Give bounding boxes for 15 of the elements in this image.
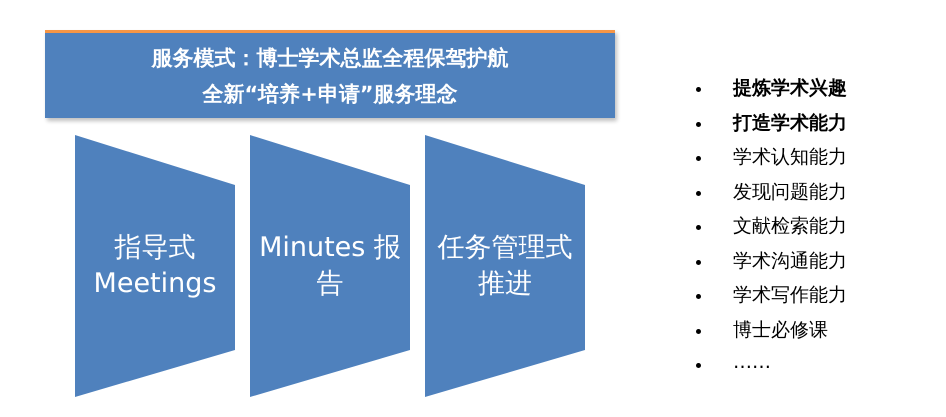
list-item: 博士必修课 (733, 318, 828, 342)
list-item: 学术认知能力 (733, 145, 847, 170)
shape-label: Minutes 报告 (258, 231, 402, 301)
list-item: 发现问题能力 (733, 180, 847, 204)
shape-label: 任务管理式推进 (436, 231, 574, 301)
title-banner (45, 30, 615, 118)
list-item: 文献检索能力 (733, 214, 847, 239)
list-item: …… (733, 351, 771, 373)
banner-text: 服务模式：博士学术总监全程保驾护航 (152, 44, 508, 72)
list-item: 提炼学术兴趣 (733, 76, 847, 101)
list-item: 学术沟通能力 (733, 248, 847, 274)
shape-label: 指导式 Meetings (92, 231, 218, 301)
list-item: 学术写作能力 (733, 283, 847, 308)
banner-text: 全新“培养+申请”服务理念 (202, 80, 458, 108)
list-item: 打造学术能力 (733, 110, 847, 136)
